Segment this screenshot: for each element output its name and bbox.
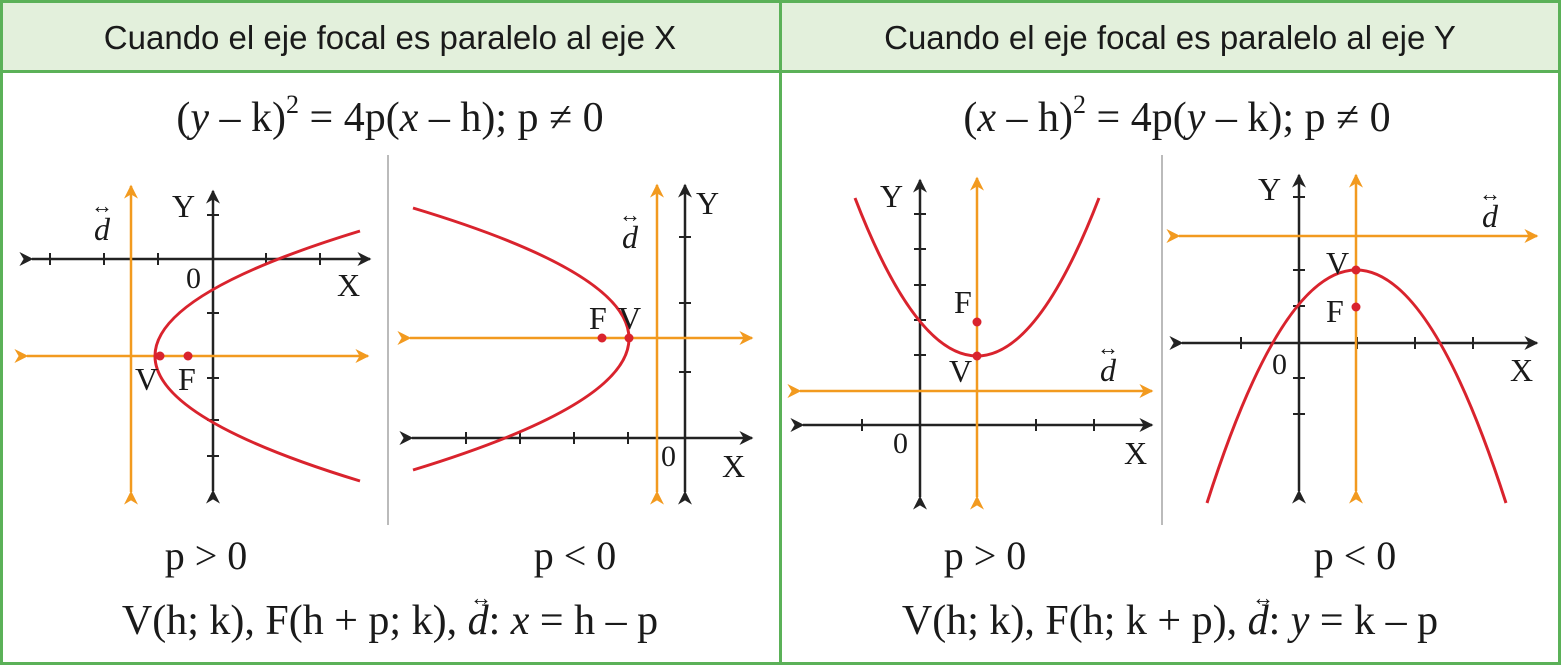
left-equation: (y – k)2 = 4p(x – h); p ≠ 0 bbox=[176, 90, 603, 141]
focus-point bbox=[597, 333, 607, 343]
focus-label: F bbox=[1326, 293, 1344, 329]
axis-ticks bbox=[465, 236, 691, 444]
origin-label: 0 bbox=[1272, 348, 1287, 381]
origin-label: 0 bbox=[186, 262, 201, 295]
vertex-point bbox=[624, 333, 634, 343]
x-axis-label: X bbox=[1124, 435, 1147, 471]
directrix-arrow-icon: ↔ bbox=[1252, 585, 1274, 610]
y-axis-label: Y bbox=[1258, 171, 1281, 207]
x-axis-label: X bbox=[722, 448, 745, 484]
focus-label: F bbox=[178, 361, 196, 397]
graph-left-p-negative: X Y 0 V F ↔ d bbox=[397, 183, 754, 505]
focus-label: F bbox=[589, 300, 607, 336]
right-header-background bbox=[780, 1, 1560, 72]
graph-right-p-positive: X Y 0 V F ↔ d bbox=[787, 176, 1154, 510]
directrix-arrow-icon: ↔ bbox=[91, 193, 113, 218]
caption-right-p-positive: p > 0 bbox=[944, 533, 1027, 578]
left-header-background bbox=[1, 1, 781, 72]
directrix-arrow-icon: ↔ bbox=[470, 585, 492, 610]
directrix-label: d bbox=[1482, 198, 1499, 234]
directrix-label: d bbox=[94, 211, 111, 247]
focus-point bbox=[183, 351, 193, 361]
vertex-point bbox=[155, 351, 165, 361]
vertex-label: V bbox=[1326, 245, 1349, 281]
vertex-label: V bbox=[135, 361, 158, 397]
caption-left-p-negative: p < 0 bbox=[534, 533, 617, 578]
vertex-label: V bbox=[618, 300, 641, 336]
axis-ticks bbox=[49, 214, 321, 457]
x-axis-label: X bbox=[337, 267, 360, 303]
origin-label: 0 bbox=[661, 440, 676, 473]
origin-label: 0 bbox=[893, 427, 908, 460]
directrix-arrow-icon: ↔ bbox=[619, 202, 641, 227]
y-axis-label: Y bbox=[172, 188, 195, 224]
left-formula: V(h; k), F(h + p; k), d: x = h – p bbox=[122, 598, 658, 644]
x-axis-label: X bbox=[1510, 352, 1533, 388]
right-equation: (x – h)2 = 4p(y – k); p ≠ 0 bbox=[963, 90, 1390, 141]
y-axis-label: Y bbox=[696, 185, 719, 221]
focus-label: F bbox=[954, 284, 972, 320]
vertex-label: V bbox=[949, 353, 972, 389]
right-header: Cuando el eje focal es paralelo al eje Y bbox=[884, 19, 1456, 56]
caption-left-p-positive: p > 0 bbox=[165, 533, 248, 578]
right-formula: V(h; k), F(h; k + p), d: y = k – p bbox=[902, 598, 1438, 644]
focus-point bbox=[972, 317, 982, 327]
graph-left-p-positive: X Y 0 V F ↔ d bbox=[14, 184, 372, 505]
y-axis-label: Y bbox=[880, 178, 903, 214]
graph-right-p-negative: X Y 0 V F ↔ d bbox=[1166, 171, 1539, 504]
vertex-point bbox=[1351, 265, 1361, 275]
directrix-label: d bbox=[622, 219, 639, 255]
left-header: Cuando el eje focal es paralelo al eje X bbox=[104, 19, 676, 56]
directrix-arrow-icon: ↔ bbox=[1479, 181, 1501, 206]
directrix-arrow-icon: ↔ bbox=[1097, 335, 1119, 360]
directrix-label: d bbox=[1100, 352, 1117, 388]
caption-right-p-negative: p < 0 bbox=[1314, 533, 1397, 578]
parabola-curve bbox=[153, 229, 361, 483]
vertex-point bbox=[972, 351, 982, 361]
focus-point bbox=[1351, 302, 1361, 312]
